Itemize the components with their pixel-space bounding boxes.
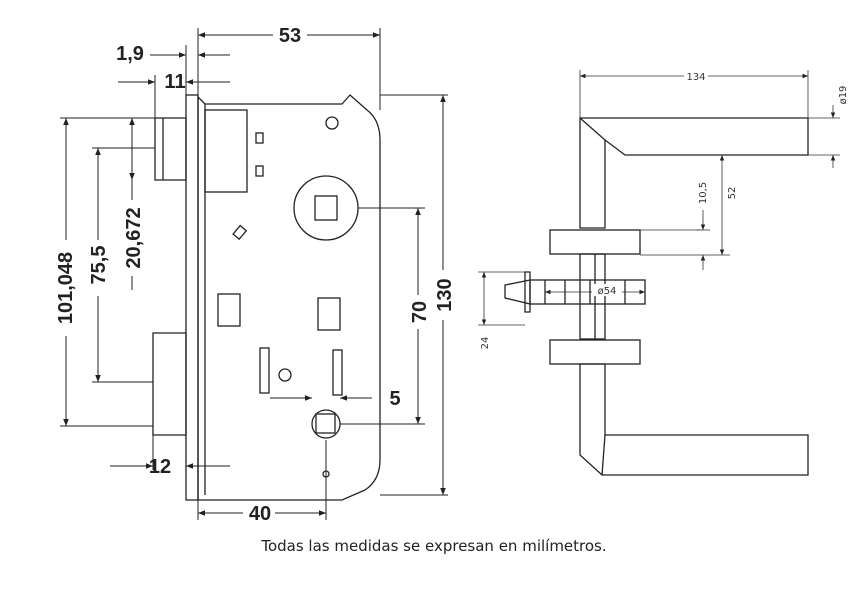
latch-bolt xyxy=(154,117,187,181)
dim-134: 134 xyxy=(686,72,705,83)
dim-12: 12 xyxy=(149,456,171,478)
follower-square xyxy=(314,195,338,221)
dim-5: 5 xyxy=(389,388,400,410)
mortise-lock-drawing xyxy=(152,94,381,501)
follower-hub xyxy=(293,175,359,241)
lever-handle-drawing xyxy=(504,117,809,476)
dim-phi54: ø54 xyxy=(598,286,617,297)
dim-phi19: ø19 xyxy=(838,86,849,105)
upper-rose xyxy=(549,229,641,255)
dim-11: 11 xyxy=(164,71,185,93)
caption: Todas las medidas se expresan en milímet… xyxy=(261,537,607,555)
dim-75: 75,5 xyxy=(88,246,110,285)
dim-101: 101,048 xyxy=(55,252,77,324)
deadbolt xyxy=(152,332,187,436)
lower-lever xyxy=(579,363,809,476)
dim-24: 24 xyxy=(480,337,491,350)
dim-faceplate: 1,9 xyxy=(116,43,144,65)
dim-130: 130 xyxy=(434,278,456,311)
lock-body xyxy=(197,94,381,501)
dim-70: 70 xyxy=(409,301,431,323)
dim-10-5: 10,5 xyxy=(698,182,709,204)
upper-lever xyxy=(579,117,809,229)
technical-drawing: 53 1,9 11 130 70 5 101,048 75,5 20,672 1… xyxy=(55,25,849,525)
dim-20: 20,672 xyxy=(123,207,145,268)
dim-width: 53 xyxy=(279,25,301,47)
dim-40: 40 xyxy=(249,503,271,525)
faceplate xyxy=(185,94,199,501)
lower-rose xyxy=(549,339,641,365)
dim-52: 52 xyxy=(727,187,738,200)
